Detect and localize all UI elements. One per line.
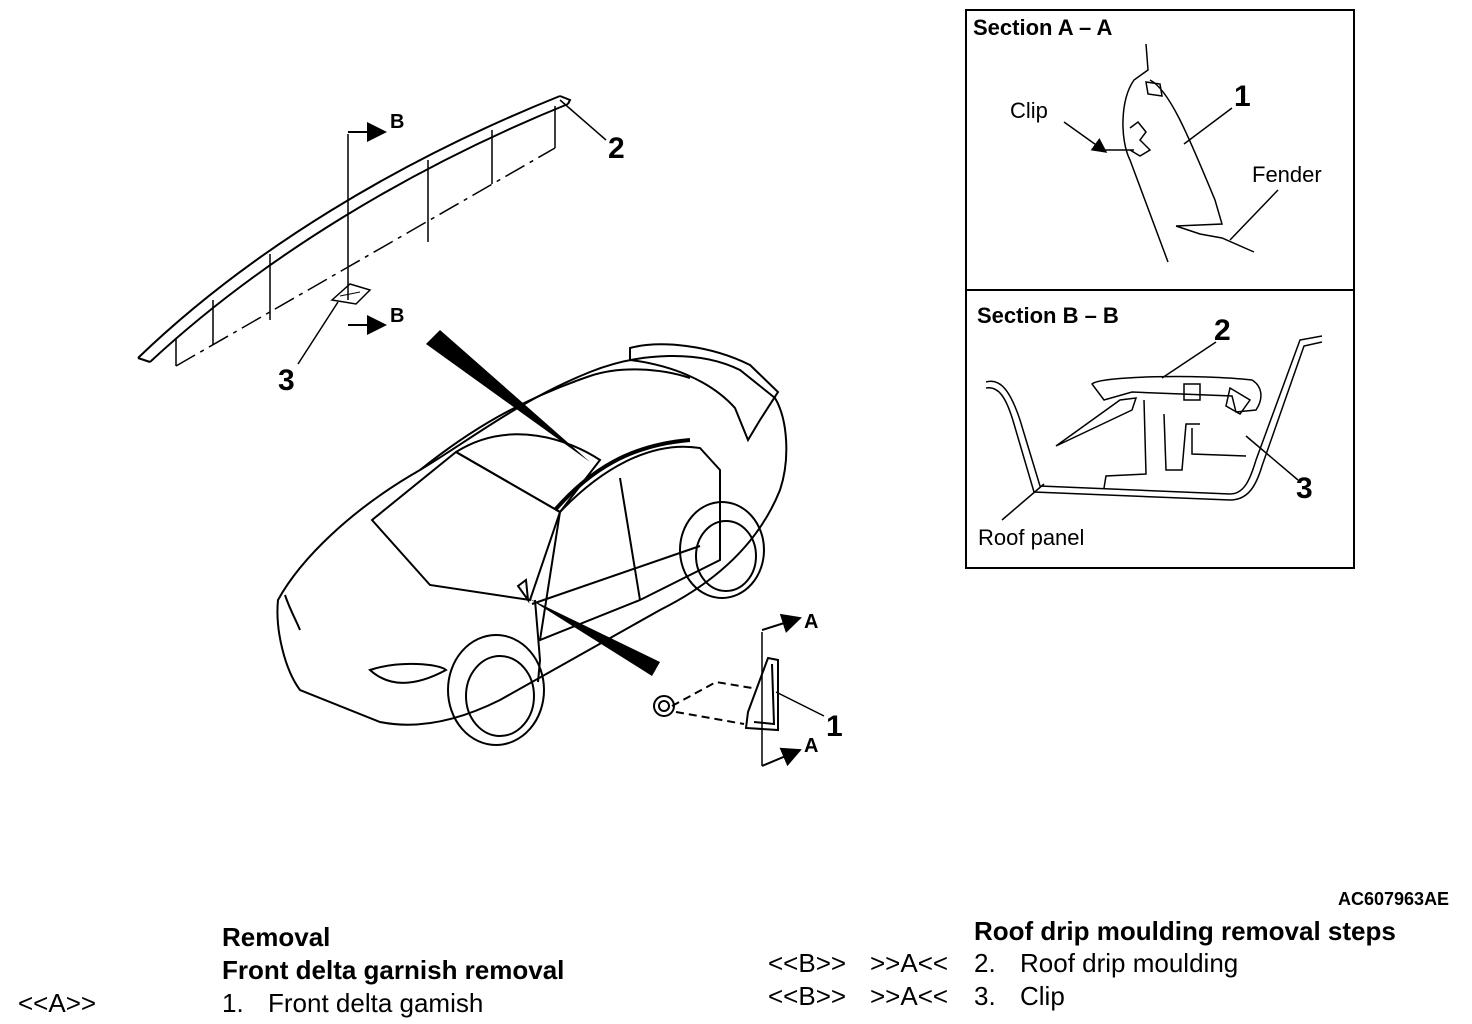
roof-step-mark-a: >>A<< — [870, 948, 949, 978]
roof-pointer-wedge — [426, 330, 590, 462]
roof-steps-heading: Roof drip moulding removal steps — [974, 916, 1396, 946]
section-a-title: Section A – A — [973, 15, 1112, 40]
roof-panel-leader — [1001, 483, 1045, 521]
callout-1: 1 — [826, 710, 843, 743]
roof-step-label: Roof drip moulding — [1020, 948, 1239, 978]
roof-step-number: 3. — [974, 981, 996, 1011]
clip-leader — [1063, 121, 1108, 153]
roof-step-mark-a: >>A<< — [870, 981, 949, 1011]
callout-3: 3 — [278, 364, 295, 397]
figure-code: AC607963AE — [1338, 889, 1450, 909]
callout-2: 2 — [608, 132, 625, 165]
car-outline — [276, 343, 788, 746]
section-a-drawing — [1104, 43, 1255, 263]
section-b-callout-2: 2 — [1214, 314, 1231, 347]
front-delta-garnish-drawing — [653, 613, 825, 767]
section-b-callout-3-leader — [1245, 435, 1299, 481]
clip-label: Clip — [1010, 98, 1048, 123]
front-step-label: Front delta gamish — [268, 988, 484, 1018]
roof-step-label: Clip — [1020, 981, 1065, 1011]
front-step-number: 1. — [222, 988, 244, 1018]
section-b-drawing — [985, 335, 1323, 501]
section-a-marker-top: A — [804, 611, 818, 633]
section-b-callout-2-leader — [1161, 341, 1217, 379]
removal-heading: Removal — [222, 922, 331, 952]
section-a-marker-bottom: A — [804, 735, 818, 757]
roof-step-number: 2. — [974, 948, 996, 978]
section-a-callout-leader — [1183, 107, 1233, 145]
fender-label: Fender — [1252, 162, 1322, 187]
section-b-box — [965, 289, 1355, 569]
front-garnish-heading: Front delta garnish removal — [222, 955, 565, 985]
fender-leader — [1229, 189, 1279, 241]
section-b-callout-3: 3 — [1296, 472, 1313, 505]
front-step-mark: <<A>> — [18, 988, 97, 1018]
section-a-callout-1: 1 — [1234, 80, 1251, 113]
roof-step-mark-b: <<B>> — [768, 948, 847, 978]
section-b-title: Section B – B — [977, 303, 1119, 328]
section-a-box — [965, 9, 1355, 291]
roof-panel-label: Roof panel — [978, 525, 1084, 550]
garnish-pointer-wedge — [528, 598, 660, 676]
roof-drip-moulding-drawing — [137, 95, 607, 367]
section-b-marker-bottom: B — [390, 305, 404, 327]
section-b-marker-top: B — [390, 111, 404, 133]
roof-step-mark-b: <<B>> — [768, 981, 847, 1011]
